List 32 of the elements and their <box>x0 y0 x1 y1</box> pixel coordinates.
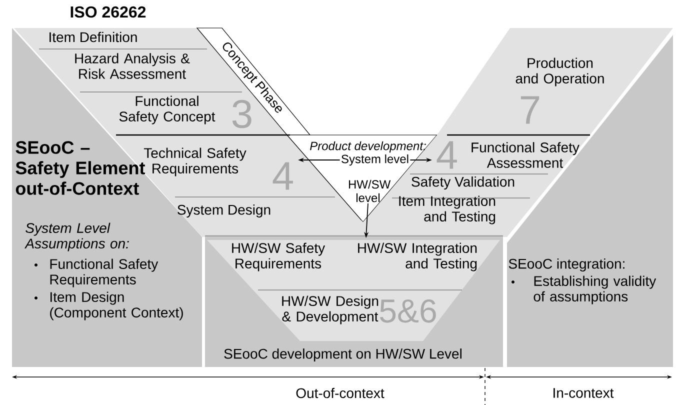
bullet-text: Functional Safety Requirements <box>50 258 158 288</box>
bullet-text: Establishing validity of assumptions <box>534 276 656 304</box>
phase-number: 4 <box>436 141 457 169</box>
phase-label: Production and Operation <box>516 58 604 86</box>
phase-band <box>437 28 673 135</box>
phase-number: 7 <box>520 96 540 124</box>
phase-label: HW/SW Integration and Testing <box>358 242 477 272</box>
phase-label: Safety Validation <box>412 176 514 190</box>
phase-label: Functional Safety Concept <box>119 96 216 124</box>
phase-number: 3 <box>232 100 252 128</box>
phase-label: System Design <box>178 204 270 218</box>
phase-label: HW/SW Safety Requirements <box>232 242 326 272</box>
level-text: HW/SW level <box>349 180 391 202</box>
bullet-text: Item Design (Component Context) <box>50 292 183 320</box>
heading: SEooC – Safety Element out-of-Context <box>16 141 145 195</box>
panel-label: SEooC development on HW/SW Level <box>224 348 462 362</box>
phase-number: 4 <box>272 162 293 190</box>
panel-label: SEooC integration: <box>508 258 624 272</box>
phase-label: Item Integration and Testing <box>399 196 496 224</box>
range-label: In-context <box>554 388 614 398</box>
phase-label: Item Definition <box>50 32 137 42</box>
phase-label: Technical Safety Requirements <box>144 148 246 176</box>
level-text: Product development: <box>310 141 426 153</box>
level-text: System level <box>342 154 408 166</box>
note-text: System Level Assumptions on: <box>24 222 129 252</box>
title: ISO 26262 <box>70 6 146 18</box>
phase-label: HW/SW Design & Development <box>282 296 378 324</box>
phase-label: Hazard Analysis & Risk Assessment <box>75 53 190 79</box>
phase-band <box>207 240 500 341</box>
phase-number: 5&6 <box>380 299 436 323</box>
phase-label: Functional Safety Assessment <box>472 142 580 168</box>
range-label: Out-of-context <box>296 388 384 398</box>
